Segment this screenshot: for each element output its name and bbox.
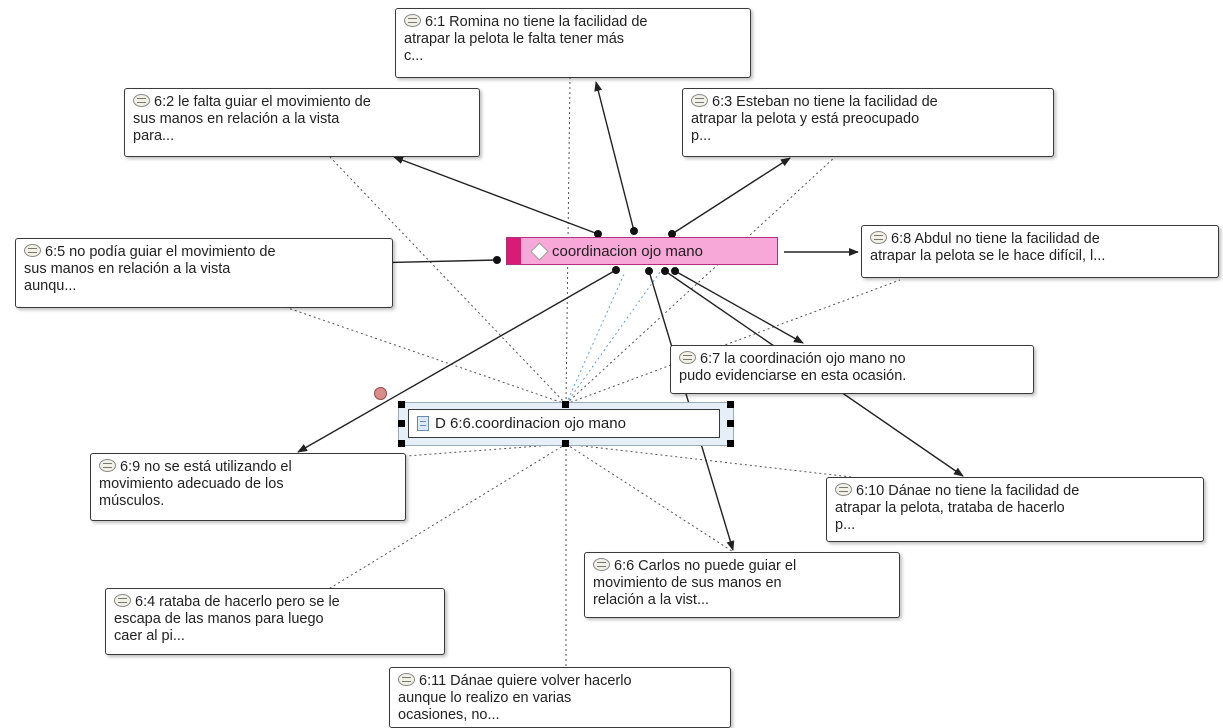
dotted-link-6-4 (326, 443, 567, 591)
quotation-icon (835, 483, 852, 496)
document-node[interactable]: D 6:6.coordinacion ojo mano (408, 409, 720, 438)
quotation-icon (24, 244, 41, 257)
quotation-node-6-11[interactable]: 6:11 Dánae quiere volver hacerlo aunque … (389, 667, 731, 728)
quotation-node-6-3[interactable]: 6:3 Esteban no tiene la facilidad de atr… (682, 88, 1054, 157)
quotation-icon (870, 231, 887, 244)
quotation-text: 6:6 Carlos no puede guiar el movimiento … (593, 558, 797, 608)
arrow-link-6-9 (297, 269, 617, 453)
quotation-text: 6:9 no se está utilizando el movimiento … (99, 459, 292, 509)
link-dot (612, 266, 620, 274)
dotted-link-6-5 (284, 306, 567, 405)
code-diamond-icon (530, 241, 549, 261)
document-icon (417, 416, 429, 431)
code-node[interactable]: coordinacion ojo mano (506, 237, 778, 265)
link-dot (493, 256, 501, 264)
quotation-text: 6:7 la coordinación ojo mano no pudo evi… (679, 351, 907, 384)
comment-marker-icon[interactable] (374, 387, 387, 400)
selected-link-2 (565, 271, 661, 405)
resize-handle-left[interactable] (398, 420, 405, 427)
quotation-text: 6:4 rataba de hacerlo pero se le escapa … (114, 594, 340, 644)
dotted-link-6-1 (565, 77, 571, 405)
dotted-link-6-6 (565, 443, 736, 554)
quotation-node-6-4[interactable]: 6:4 rataba de hacerlo pero se le escapa … (105, 588, 445, 655)
dotted-link-6-9 (379, 443, 567, 459)
resize-handle-bottom-right[interactable] (727, 440, 734, 447)
quotation-icon (114, 594, 131, 607)
quotation-text: 6:3 Esteban no tiene la facilidad de atr… (691, 94, 938, 144)
document-label: D 6:6.coordinacion ojo mano (435, 415, 626, 432)
code-label: coordinacion ojo mano (552, 242, 703, 260)
quotation-icon (679, 351, 696, 364)
dotted-link-6-3 (565, 156, 836, 405)
resize-handle-bottom[interactable] (562, 440, 569, 447)
arrow-link-6-1 (594, 81, 635, 232)
link-dot (661, 267, 669, 275)
dotted-link-6-10 (565, 443, 861, 479)
quotation-node-6-1[interactable]: 6:1 Romina no tiene la facilidad de atra… (395, 8, 751, 78)
resize-handle-top-left[interactable] (398, 401, 405, 408)
quotation-node-6-9[interactable]: 6:9 no se está utilizando el movimiento … (90, 453, 406, 521)
link-dot (594, 230, 602, 238)
quotation-text: 6:8 Abdul no tiene la facilidad de atrap… (870, 231, 1106, 264)
quotation-node-6-2[interactable]: 6:2 le falta guiar el movimiento de sus … (124, 88, 480, 157)
quotation-text: 6:10 Dánae no tiene la facilidad de atra… (835, 483, 1080, 533)
quotation-node-6-8[interactable]: 6:8 Abdul no tiene la facilidad de atrap… (861, 225, 1219, 278)
arrow-link-6-7 (674, 270, 804, 344)
quotation-icon (593, 558, 610, 571)
code-color-stripe (507, 238, 521, 264)
resize-handle-right[interactable] (727, 420, 734, 427)
quotation-text: 6:2 le falta guiar el movimiento de sus … (133, 94, 371, 144)
link-dot (671, 267, 679, 275)
arrow-link-6-3 (671, 157, 791, 235)
arrow-link-6-2 (393, 156, 599, 235)
link-dot (668, 230, 676, 238)
quotation-text: 6:11 Dánae quiere volver hacerlo aunque … (398, 673, 632, 723)
quotation-node-6-10[interactable]: 6:10 Dánae no tiene la facilidad de atra… (826, 477, 1204, 542)
selected-link-1 (565, 271, 626, 405)
link-dot (630, 227, 638, 235)
quotation-text: 6:1 Romina no tiene la facilidad de atra… (404, 14, 648, 64)
resize-handle-bottom-left[interactable] (398, 440, 405, 447)
quotation-icon (398, 673, 415, 686)
dotted-link-6-2 (329, 156, 567, 405)
quotation-node-6-6[interactable]: 6:6 Carlos no puede guiar el movimiento … (584, 552, 900, 618)
quotation-icon (133, 94, 150, 107)
resize-handle-top-right[interactable] (727, 401, 734, 408)
quotation-node-6-7[interactable]: 6:7 la coordinación ojo mano no pudo evi… (670, 345, 1034, 394)
quotation-icon (404, 14, 421, 27)
quotation-node-6-5[interactable]: 6:5 no podía guiar el movimiento de sus … (15, 238, 393, 308)
quotation-icon (99, 459, 116, 472)
link-dot (645, 267, 653, 275)
quotation-icon (691, 94, 708, 107)
resize-handle-top[interactable] (562, 401, 569, 408)
dotted-link-6-8 (565, 279, 901, 405)
quotation-text: 6:5 no podía guiar el movimiento de sus … (24, 244, 276, 294)
